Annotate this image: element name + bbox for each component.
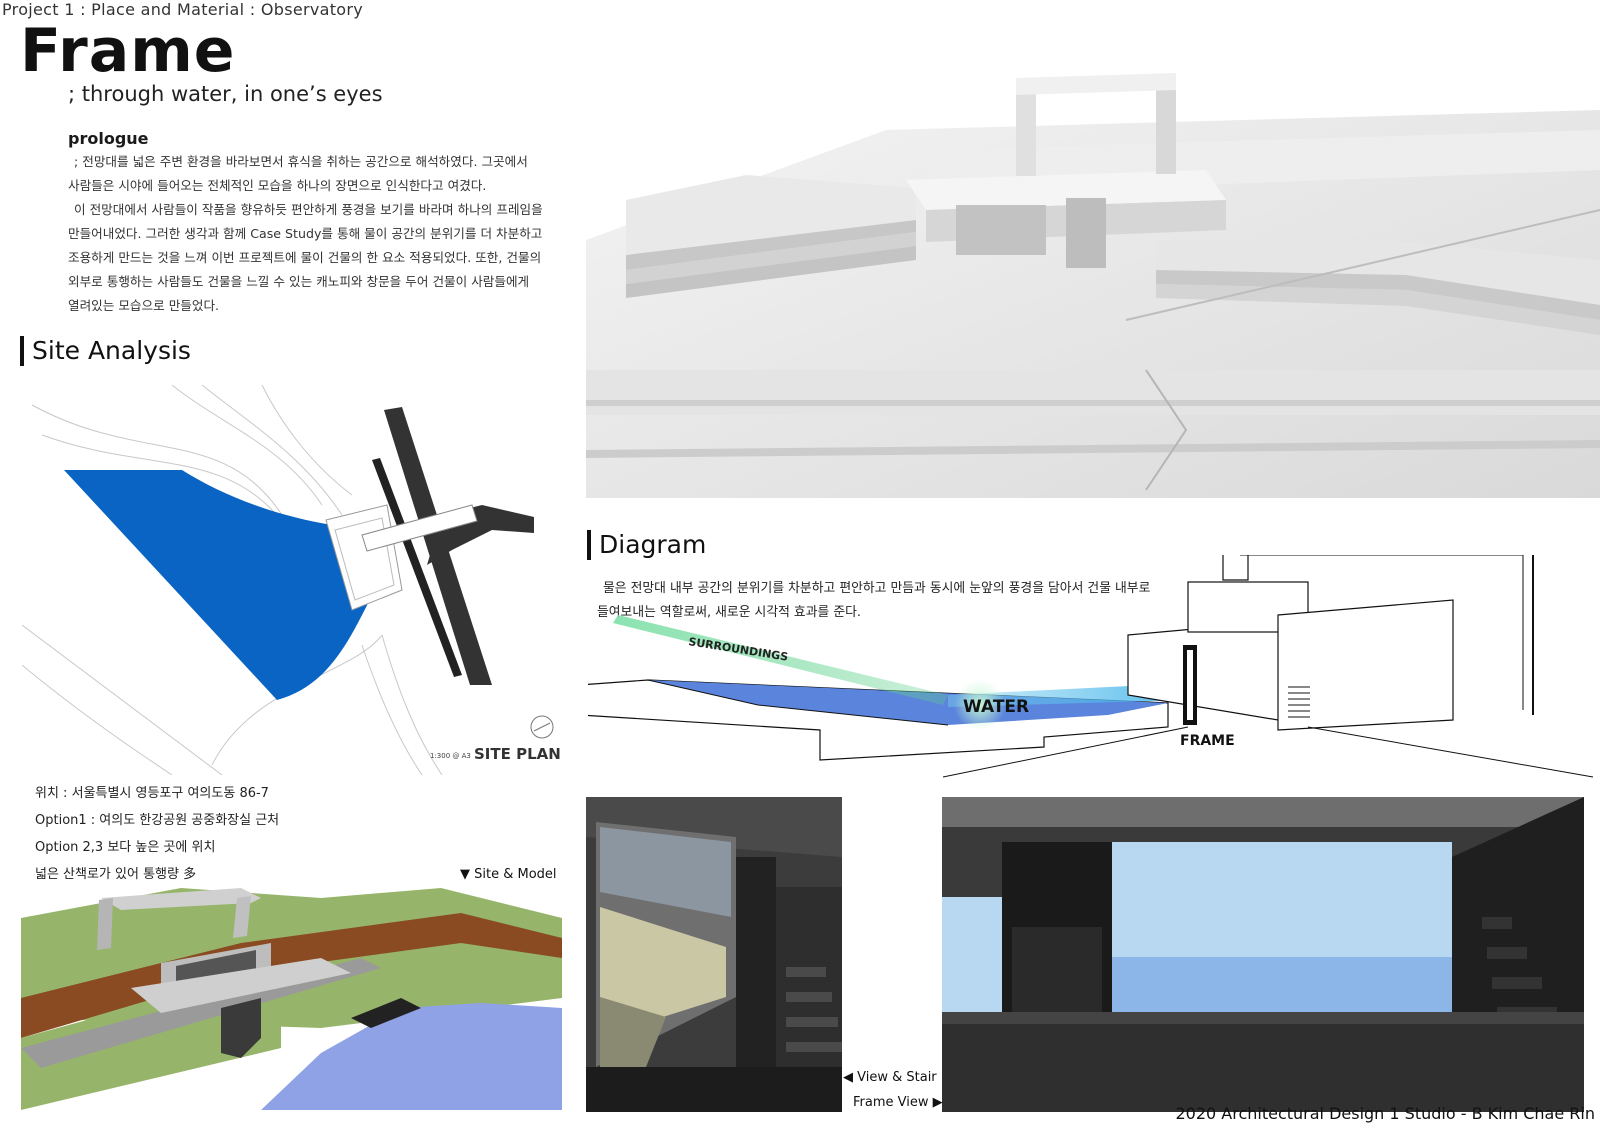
prologue-line: 사람들은 시야에 들어오는 전체적인 모습을 하나의 장면으로 인식한다고 여겼… [68, 178, 487, 193]
diagram-heading: Diagram [587, 530, 706, 560]
site-plan-label: SITE PLAN [474, 745, 561, 763]
diagram-text-line: 들여보내는 역할로써, 새로운 시각적 효과를 준다. [597, 605, 861, 620]
page-title: Frame [20, 16, 236, 86]
diagram-water [648, 680, 1168, 725]
prologue-line: 이 전망대에서 사람들이 작품을 향유하듯 편안하게 풍경을 보기를 바라며 하… [74, 202, 543, 217]
prologue-line: 만들어내었다. 그러한 생각과 함께 Case Study를 통해 물이 공간의… [68, 226, 543, 241]
prologue-heading: prologue [68, 129, 149, 148]
diagram-text-line: 물은 전망대 내부 공간의 분위기를 차분하고 편안하고 만듬과 동시에 눈앞의… [603, 581, 1151, 596]
site-info-list: 위치 : 서울특별시 영등포구 여의도동 86-7 Option1 : 여의도 … [35, 780, 279, 888]
prologue-text: ; 전망대를 넓은 주변 환경을 바라보면서 휴식을 취하는 공간으로 해석하였… [68, 150, 568, 318]
diagram-text: 물은 전망대 내부 공간의 분위기를 차분하고 편안하고 만듬과 동시에 눈앞의… [597, 577, 1177, 625]
site-plan-drawing: 1:300 @ A3 SITE PLAN [22, 385, 570, 775]
diagram-drawing: SURROUNDINGS WATER FRAME [588, 555, 1594, 778]
site-info-item: Option1 : 여의도 한강공원 공중화장실 근처 [35, 813, 280, 828]
diagram-label-surroundings: SURROUNDINGS [688, 635, 790, 664]
prologue-line: ; 전망대를 넓은 주변 환경을 바라보면서 휴식을 취하는 공간으로 해석하였… [74, 154, 528, 169]
hero-model-render [586, 70, 1600, 498]
site-plan-scale: 1:300 @ A3 [430, 752, 471, 760]
interior-render-frame-view [942, 797, 1584, 1112]
prologue-line: 외부로 통행하는 사람들도 건물을 느낄 수 있는 캐노피와 창문을 두어 건물… [68, 274, 530, 289]
site-model-caption: ▼ Site & Model [460, 867, 557, 882]
site-info-item: Option 2,3 보다 높은 곳에 위치 [35, 840, 216, 855]
footer-credit: 2020 Architectural Design 1 Studio - B K… [1175, 1104, 1595, 1123]
diagram-label-frame: FRAME [1180, 733, 1235, 749]
site-info-item: 넓은 산책로가 있어 통행량 多 [35, 867, 197, 882]
frame-view-caption: Frame View ▶ [853, 1095, 943, 1110]
project-label: Project 1 : Place and Material : Observa… [2, 0, 364, 19]
model-water [261, 1003, 562, 1110]
prologue-line: 열려있는 모습으로 만들었다. [68, 298, 220, 313]
page-subtitle: ; through water, in one’s eyes [68, 82, 383, 106]
view-stair-caption: ◀ View & Stair [843, 1070, 937, 1085]
diagram-label-water: WATER [963, 697, 1029, 717]
prologue-line: 조용하게 만드는 것을 느껴 이번 프로젝트에 물이 건물의 한 요소 적용되었… [68, 250, 542, 265]
site-info-item: 위치 : 서울특별시 영등포구 여의도동 86-7 [35, 786, 269, 801]
site-water-body [64, 470, 382, 700]
site-model-render [21, 888, 562, 1110]
site-analysis-heading: Site Analysis [20, 336, 191, 366]
interior-render-view-stair [586, 797, 842, 1112]
